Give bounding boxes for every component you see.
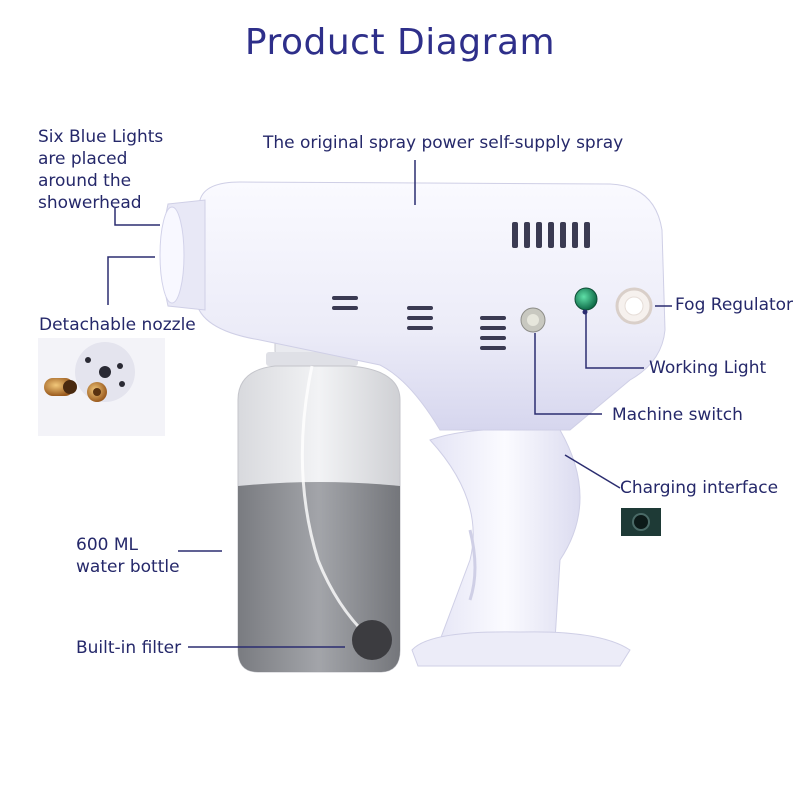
label-fog-regulator: Fog Regulator (675, 295, 794, 315)
filter-ball (352, 620, 392, 660)
leader-working-light (585, 312, 644, 369)
label-charging-interface: Charging interface (620, 478, 779, 498)
label-spray: The original spray power self-supply spr… (263, 133, 624, 153)
leader-detachable-nozzle (107, 256, 155, 305)
label-machine-switch: Machine switch (612, 405, 743, 425)
label-detachable-nozzle: Detachable nozzle (39, 315, 196, 335)
leader-six-blue-lights (114, 208, 160, 226)
label-water-bottle: 600 ML water bottle (76, 535, 180, 577)
water-bottle (237, 334, 401, 673)
label-built-in-filter: Built-in filter (76, 638, 182, 658)
spray-gun-body (159, 181, 666, 667)
label-six-blue-lights: Six Blue Lights are placed around the sh… (38, 127, 164, 213)
leader-charging-interface (564, 454, 621, 489)
label-working-light: Working Light (649, 358, 767, 378)
leader-lines (107, 160, 672, 648)
nozzle-inset-photo (38, 338, 165, 436)
leader-machine-switch (534, 333, 602, 415)
working-light-indicator (574, 287, 598, 311)
diagram-title: Product Diagram (244, 22, 556, 63)
